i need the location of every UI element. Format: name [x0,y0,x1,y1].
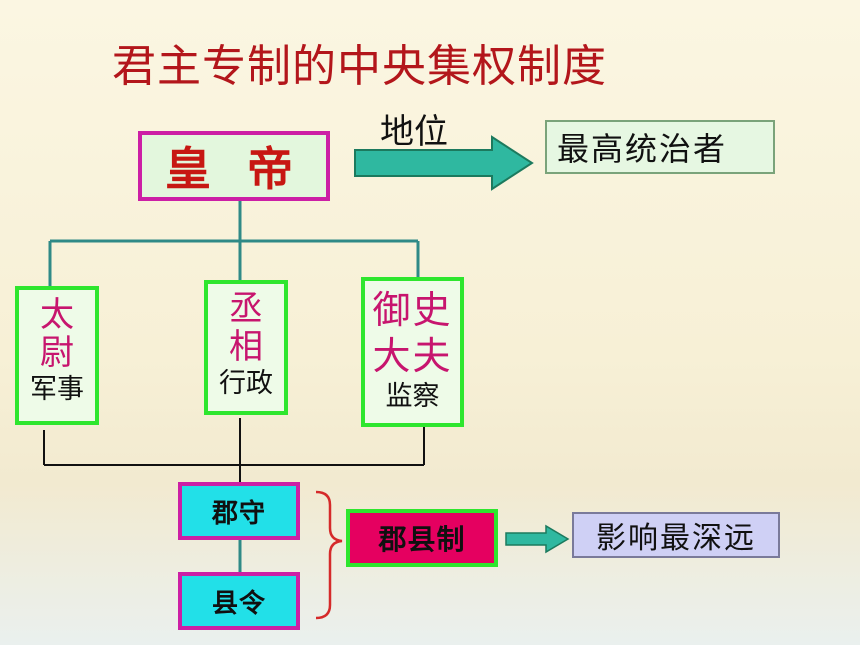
official-name-line1: 御史 [372,288,453,332]
official-name-line2: 相 [229,327,263,367]
commandery-governor-box: 郡守 [178,482,300,540]
emperor-label: 皇 帝 [164,142,303,196]
official-name-line1: 丞 [229,289,263,329]
influence-arrow [505,524,570,554]
page-title: 君主专制的中央集权制度 [112,41,607,92]
county-magistrate-box: 县令 [178,572,300,630]
commandery-governor-label: 郡守 [211,498,266,529]
official-duty: 军事 [30,374,84,405]
position-arrow [354,135,534,191]
official-chengxiang-box: 丞 相 行政 [204,280,288,415]
county-magistrate-label: 县令 [211,588,266,619]
position-label: 地位 [380,112,448,152]
official-taiwei-box: 太 尉 军事 [15,286,99,425]
curly-brace [315,490,343,620]
influence-box: 影响最深远 [572,512,780,558]
commandery-county-system-label: 郡县制 [378,523,466,556]
official-name-line1: 太 [40,295,74,335]
supreme-ruler-box: 最高统治者 [545,120,775,174]
commandery-county-system-box: 郡县制 [346,509,498,567]
official-name-line2: 尉 [40,333,74,373]
emperor-box: 皇 帝 [138,131,330,201]
official-duty: 监察 [385,381,440,412]
supreme-ruler-label: 最高统治者 [557,130,728,168]
official-name-line2: 大夫 [372,334,453,378]
influence-label: 影响最深远 [596,521,756,556]
official-duty: 行政 [219,368,273,399]
official-yushi-box: 御史 大夫 监察 [361,277,464,427]
